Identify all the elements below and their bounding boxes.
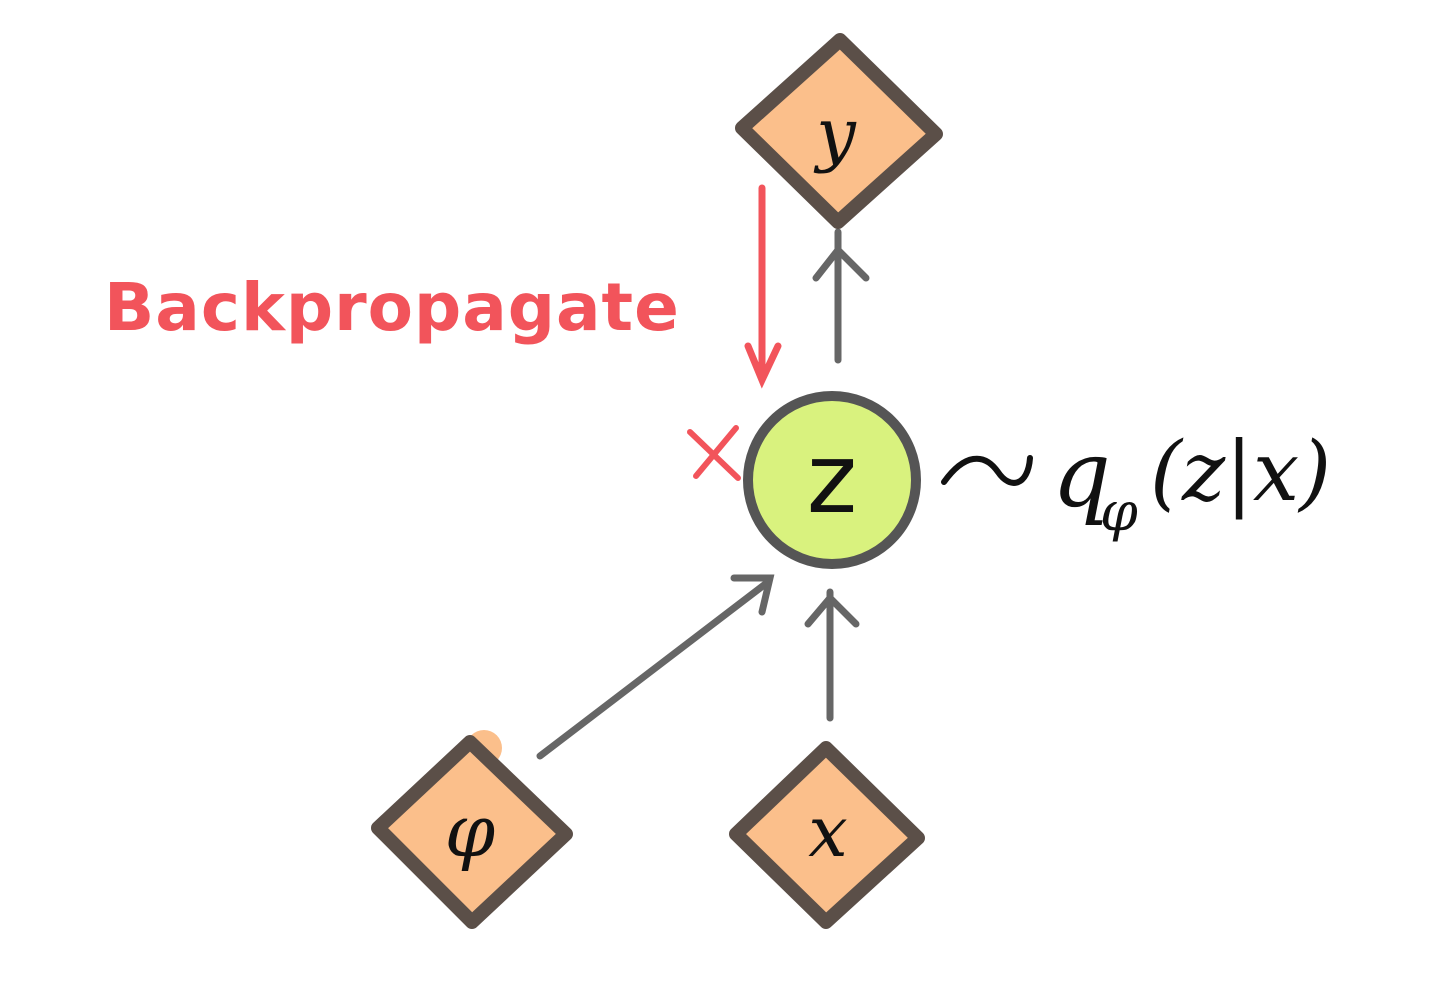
- arrow-phi-to-z: [536, 574, 775, 760]
- distribution-annotation: q φ (z|x): [941, 421, 1331, 543]
- arrow-x-to-z: [804, 588, 860, 722]
- node-y: y: [735, 33, 943, 229]
- node-x-label: x: [808, 791, 847, 873]
- node-y-label: y: [813, 93, 857, 175]
- node-phi-label: φ: [445, 789, 496, 873]
- node-z-label: z: [807, 423, 857, 535]
- node-z: z: [743, 391, 921, 569]
- distribution-subscript: φ: [1100, 480, 1138, 543]
- distribution-args: (z|x): [1150, 425, 1331, 520]
- node-phi: φ: [371, 730, 573, 929]
- backprop-arrow: [744, 184, 782, 389]
- distribution-q: q: [1052, 421, 1111, 528]
- arrow-z-to-y: [812, 228, 870, 364]
- backprop-label: Backpropagate: [104, 269, 680, 346]
- node-x: x: [729, 741, 925, 929]
- blocked-gradient-icon: [687, 425, 741, 481]
